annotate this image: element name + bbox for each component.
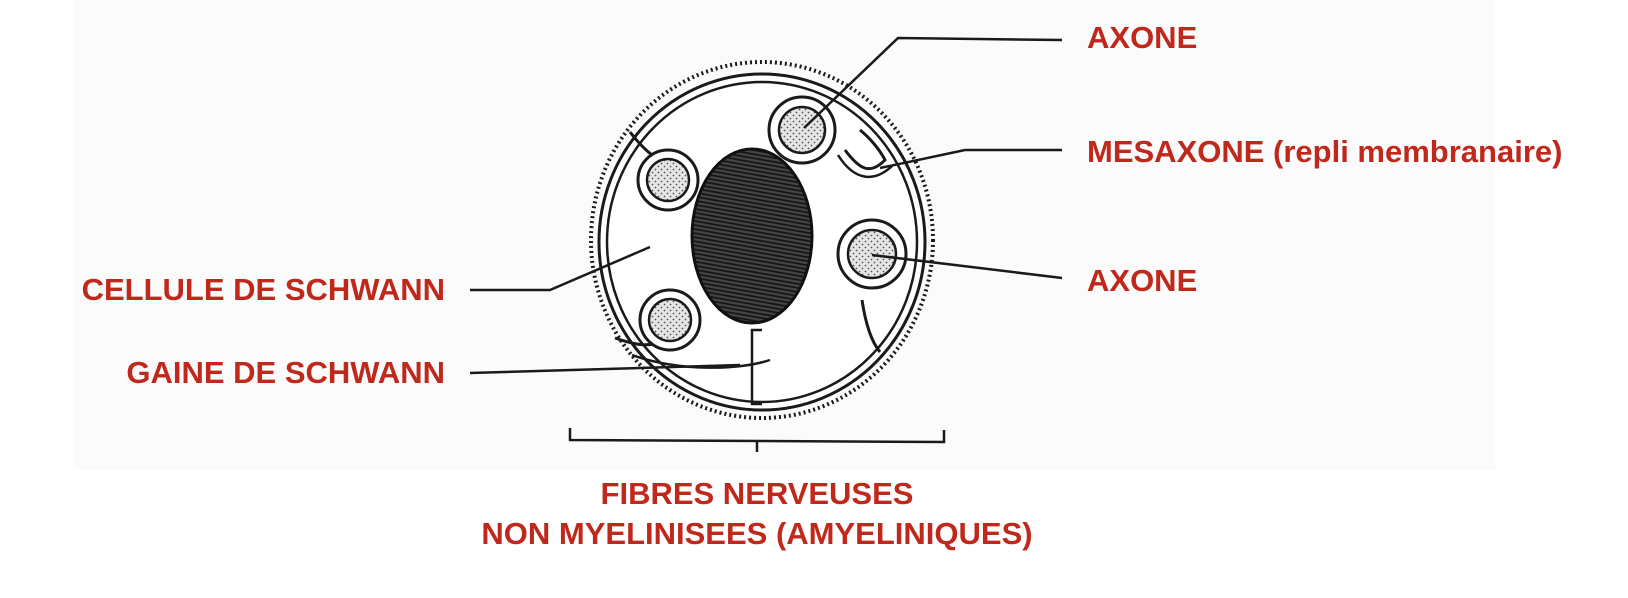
axon-right (836, 218, 908, 290)
leader-line-axone-top (803, 36, 1063, 129)
label-cellule-de-schwann: CELLULE DE SCHWANN (81, 272, 445, 307)
leader-line-axone-right (871, 253, 1063, 280)
mesaxon-fold-bottom-right (860, 299, 882, 353)
gaine-bracket (750, 328, 762, 406)
label-axone-top: AXONE (1087, 20, 1198, 55)
label-mesaxone: MESAXONE (repli membranaire) (1087, 134, 1563, 169)
label-fibres-nerveuses: FIBRES NERVEUSES NON MYELINISEES (AMYELI… (437, 474, 1077, 554)
leader-line-gaine (469, 363, 741, 375)
outer-dotted-membrane (589, 60, 935, 420)
label-gaine-de-schwann: GAINE DE SCHWANN (126, 355, 445, 390)
mesaxon-fold-bottom-inner (631, 353, 771, 369)
schwann-nucleus (690, 147, 814, 325)
label-axone-right: AXONE (1087, 263, 1198, 298)
mesaxon-fold-top-right-inner (836, 154, 893, 179)
mesaxon-fold-top-right (843, 128, 887, 171)
axon-left-upper (636, 148, 700, 212)
leader-line-cellule (470, 245, 651, 292)
axon-left-lower (638, 288, 702, 352)
leader-line-mesaxone (879, 148, 1062, 170)
label-fibres-line2: NON MYELINISEES (AMYELINIQUES) (481, 516, 1033, 551)
label-fibres-line1: FIBRES NERVEUSES (600, 476, 914, 511)
